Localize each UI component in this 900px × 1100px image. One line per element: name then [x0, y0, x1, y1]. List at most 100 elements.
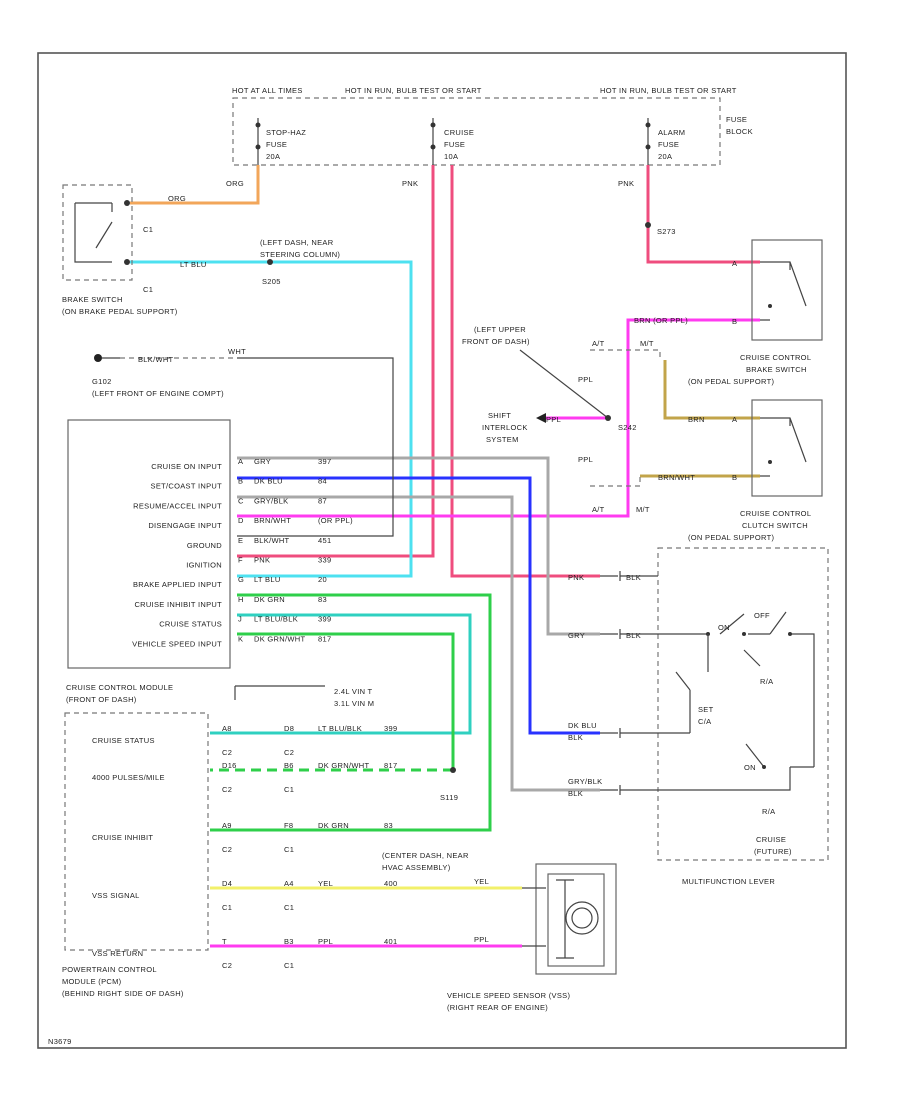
clutch-label-1: CRUISE CONTROL [740, 509, 811, 518]
stop-fuse-word: FUSE [266, 140, 287, 149]
diagram-frame [37, 52, 847, 1049]
pcm-row-wire: DK GRN/WHT [318, 761, 369, 770]
ground-wht-label: WHT [228, 347, 246, 356]
pcm-row-label: CRUISE INHIBIT [92, 833, 153, 842]
upper-dash-leader [519, 349, 609, 419]
alarm-fuse-node [645, 122, 651, 128]
pcm-row-pin-a: D4 [222, 879, 232, 888]
engine-note-1: 2.4L VIN T [334, 687, 373, 696]
clutch-label-2: CLUTCH SWITCH [742, 521, 808, 530]
wire-lt-blu-blk [210, 613, 472, 735]
cruise-module-title-1: CRUISE CONTROL MODULE [66, 683, 173, 692]
mf-node-2 [742, 632, 746, 636]
alarm-fuse-rating: 20A [658, 152, 672, 161]
pcm-row-circuit: 817 [384, 761, 397, 770]
mf-cruise-label-2: (FUTURE) [754, 847, 792, 856]
mf-ra2-switch [620, 743, 814, 791]
pcm-title-3: (BEHIND RIGHT SIDE OF DASH) [62, 989, 184, 998]
wire-pnk-mid-label: PNK [402, 179, 418, 188]
ground-g102: BLK/WHT WHT G102 (LEFT FRONT OF ENGINE C… [92, 347, 394, 537]
pcm-row-pin-b: A4 [284, 879, 294, 888]
upper-dash-location-1: (LEFT UPPER [474, 325, 526, 334]
wire-dk-grn-wht [237, 632, 455, 770]
mf-label: MULTIFUNCTION LEVER [682, 877, 775, 886]
mf-ra-label: R/A [760, 677, 773, 686]
brake-switch-outline [62, 184, 133, 281]
pcm-row-conn-a: C2 [222, 961, 232, 970]
cruise-module-box [67, 419, 231, 669]
stop-fuse-rating: 20A [266, 152, 280, 161]
ground-wire [237, 357, 394, 537]
mf-in-term-1: BLK [626, 573, 641, 582]
cm-row-label: CRUISE ON INPUT [151, 462, 222, 471]
pcm-row-pin-b: B6 [284, 761, 294, 770]
mf-on2-label: ON [744, 763, 756, 772]
s205-label: S205 [262, 277, 281, 286]
cm-row-pin: C [238, 496, 244, 505]
vss-leads [522, 887, 546, 947]
stop-fuse-node [255, 122, 261, 128]
cm-row-label: BRAKE APPLIED INPUT [133, 580, 222, 589]
ground-wire-label: BLK/WHT [138, 355, 174, 364]
splice-s205 [267, 259, 273, 265]
cm-row-wire: GRY/BLK [254, 496, 288, 505]
pcm-row-conn-a: C1 [222, 903, 232, 912]
mf-on-label: ON [718, 623, 730, 632]
pcm-row-circuit: 400 [384, 879, 397, 888]
brake-switch-label-1: BRAKE SWITCH [62, 295, 123, 304]
mf-set-switch [620, 671, 691, 734]
cm-row-label: VEHICLE SPEED INPUT [132, 639, 222, 648]
cm-row-wire: GRY [254, 457, 271, 466]
fuse-block-outline [232, 97, 721, 166]
clutch-label-3: (ON PEDAL SUPPORT) [688, 533, 774, 542]
ground-terminal [94, 354, 102, 362]
cm-row-label: DISENGAGE INPUT [148, 521, 222, 530]
wires [130, 165, 760, 948]
wire-brn-wht-label: BRN/WHT [658, 473, 695, 482]
alarm-fuse-word: FUSE [658, 140, 679, 149]
pcm-row-pin-a: D16 [222, 761, 237, 770]
cm-row-circuit: 399 [318, 615, 331, 624]
pcm-row-circuit: 399 [384, 724, 397, 733]
mf-set-label-1: SET [698, 705, 714, 714]
pcm-row-conn-a: C2 [222, 785, 232, 794]
wire-brn-label: BRN [688, 415, 705, 424]
mf-in-wire-3: DK BLU [568, 721, 597, 730]
cm-row-label: CRUISE INHIBIT INPUT [134, 600, 222, 609]
splice-s242 [605, 415, 611, 421]
mf-cruise-label-1: CRUISE [756, 835, 786, 844]
pcm-row-conn-a: C2 [222, 748, 232, 757]
cm-row-pin: J [238, 615, 242, 624]
wire-org [130, 165, 260, 205]
upper-mt-label: M/T [640, 339, 654, 348]
upper-wire-ppl-c: PPL [578, 455, 593, 464]
wire-dk-blu [237, 476, 600, 735]
cc-brake-label-2: BRAKE SWITCH [746, 365, 807, 374]
cc-brake-lower-dot [768, 460, 772, 464]
splice-s273 [645, 222, 651, 228]
mf-ra2-label: R/A [762, 807, 775, 816]
wire-brn-ppl-label: BRN (OR PPL) [634, 316, 688, 325]
cm-row-wire: PNK [254, 556, 270, 565]
vehicle-speed-sensor: (CENTER DASH, NEAR HVAC ASSEMBLY) YEL PP… [382, 851, 617, 1012]
stop-fuse-node-b [255, 144, 261, 150]
cm-row-circuit: 20 [318, 575, 327, 584]
s273-label: S273 [657, 227, 676, 236]
lower-mt-label: M/T [636, 505, 650, 514]
brake-switch-c1-top: C1 [143, 225, 153, 234]
cruise-fuse-rating: 10A [444, 152, 458, 161]
cm-row-circuit: 84 [318, 477, 327, 486]
pcm-row-pin-a: T [222, 937, 227, 946]
cm-row-pin: D [238, 516, 244, 525]
pcm-title-2: MODULE (PCM) [62, 977, 122, 986]
engine-note-bracket [234, 685, 325, 700]
brake-switch-wire-bottom: LT BLU [180, 260, 207, 269]
pcm-row-wire: YEL [318, 879, 333, 888]
vss-location-2: HVAC ASSEMBLY) [382, 863, 451, 872]
fuse-block-label-1: FUSE [726, 115, 747, 124]
cc-brake-pin-a2: A [732, 415, 737, 424]
cm-row-circuit: 397 [318, 457, 331, 466]
cc-brake-label-1: CRUISE CONTROL [740, 353, 811, 362]
